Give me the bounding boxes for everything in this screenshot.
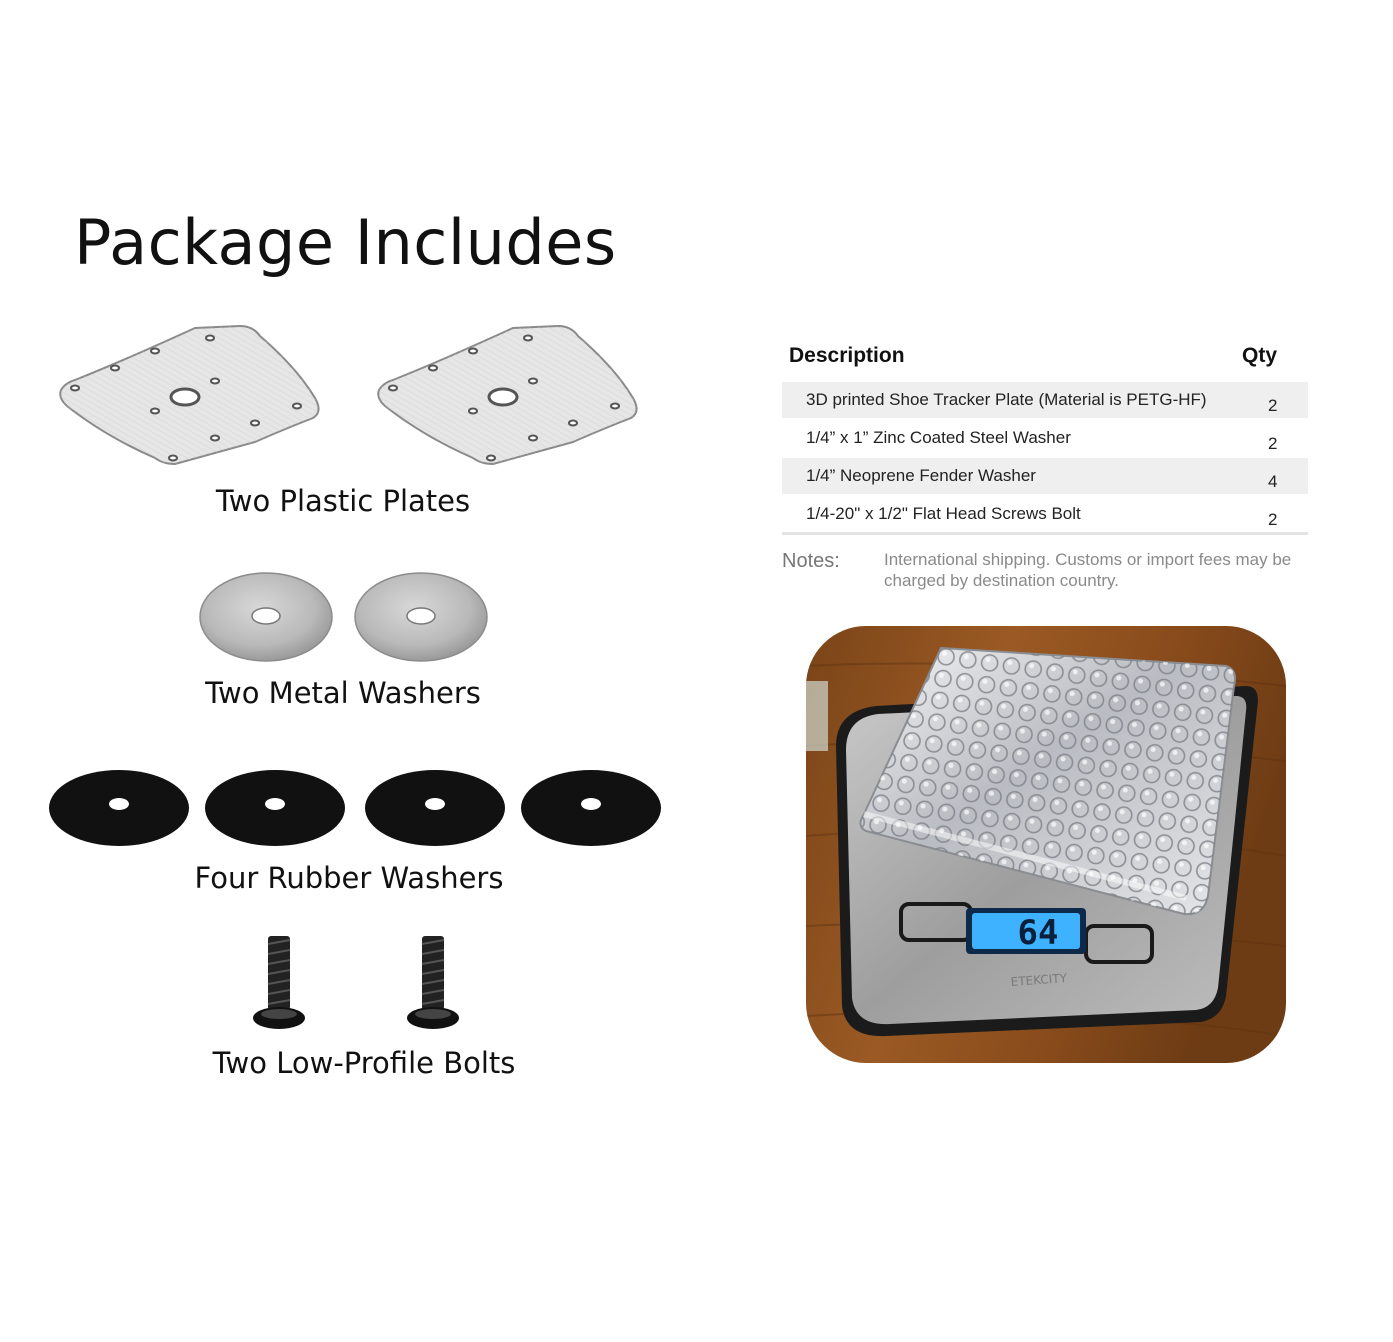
row-qty: 2: [1268, 510, 1278, 529]
caption-plastic-plates: Two Plastic Plates: [215, 484, 471, 518]
table-divider: [782, 532, 1308, 535]
plastic-plate: [377, 324, 638, 466]
metal-washer: [199, 572, 333, 662]
caption-rubber-washers: Four Rubber Washers: [194, 861, 504, 895]
bolt: [407, 936, 459, 1029]
row-qty: 2: [1268, 396, 1278, 415]
table-row: 1/4-20" x 1/2" Flat Head Screws Bolt 2: [782, 496, 1308, 532]
rubber-washer: [49, 770, 189, 846]
bolts-image: [248, 934, 468, 1034]
row-description: 3D printed Shoe Tracker Plate (Material …: [806, 390, 1207, 409]
table-row: 1/4” x 1” Zinc Coated Steel Washer 2: [782, 420, 1308, 456]
row-description: 1/4” x 1” Zinc Coated Steel Washer: [806, 428, 1071, 447]
package-on-scale-photo: 64 ETEKCITY: [806, 626, 1286, 1063]
table-header: Description Qty: [782, 340, 1308, 382]
plastic-plate: [59, 324, 320, 466]
notes-text: International shipping. Customs or impor…: [884, 550, 1292, 590]
row-description: 1/4” Neoprene Fender Washer: [806, 466, 1036, 485]
rubber-washer: [205, 770, 345, 846]
rubber-washers-image: [46, 764, 666, 854]
header-qty: Qty: [1242, 344, 1278, 367]
header-description: Description: [789, 344, 905, 367]
row-qty: 4: [1268, 472, 1278, 491]
caption-bolts: Two Low-Profile Bolts: [212, 1046, 516, 1080]
metal-washer: [354, 572, 488, 662]
rubber-washer: [365, 770, 505, 846]
caption-metal-washers: Two Metal Washers: [205, 676, 481, 710]
scale-reading: 64: [1018, 913, 1059, 953]
rubber-washer: [521, 770, 661, 846]
scale-brand: ETEKCITY: [1010, 971, 1068, 989]
page-title: Package Includes: [74, 206, 617, 279]
metal-washers-image: [198, 570, 490, 666]
row-description: 1/4-20" x 1/2" Flat Head Screws Bolt: [806, 504, 1081, 523]
notes-label: Notes:: [782, 550, 840, 572]
bolt: [253, 936, 305, 1029]
parts-table: Description Qty 3D printed Shoe Tracker …: [782, 340, 1308, 535]
row-qty: 2: [1268, 434, 1278, 453]
table-row: 1/4” Neoprene Fender Washer 4: [782, 458, 1308, 494]
plastic-plates-image: [55, 318, 645, 478]
table-row: 3D printed Shoe Tracker Plate (Material …: [782, 382, 1308, 418]
